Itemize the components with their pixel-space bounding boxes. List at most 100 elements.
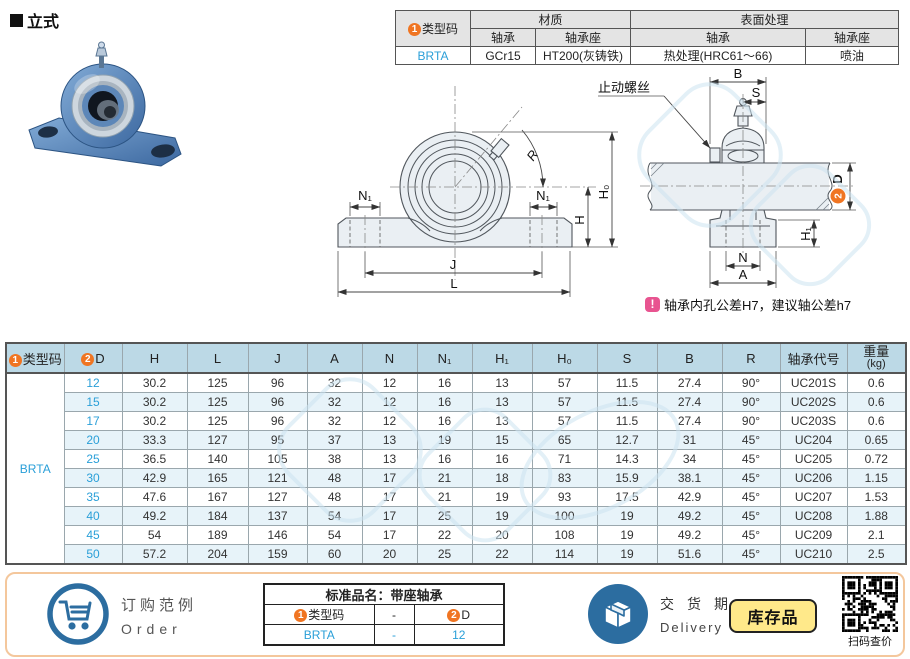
table-cell: 60 — [306, 544, 363, 565]
table-cell: 1.88 — [846, 506, 907, 526]
set-screw — [488, 137, 510, 161]
table-cell: 27.4 — [656, 392, 723, 412]
table-cell: 13 — [471, 372, 533, 393]
table-cell: 0.6 — [846, 411, 907, 431]
table-cell: 48 — [306, 468, 363, 488]
side-view: B S 2 D H₁ N A 止动螺丝 — [598, 68, 856, 288]
table-cell: UC202S — [779, 392, 848, 412]
d-value-cell[interactable]: 17 — [63, 411, 123, 431]
table-cell: 48 — [306, 487, 363, 507]
table-cell: UC210 — [779, 544, 848, 565]
title-square-icon — [10, 13, 23, 27]
table-cell: 16 — [416, 449, 473, 469]
d-value-cell[interactable]: 40 — [63, 506, 123, 526]
table-cell: 12.7 — [596, 430, 658, 450]
d-value-cell[interactable]: 50 — [63, 544, 123, 565]
table-cell: 100 — [531, 506, 598, 526]
table-cell: 93 — [531, 487, 598, 507]
table-cell: 13 — [361, 449, 418, 469]
table-cell: 37 — [306, 430, 363, 450]
table-cell: 57.2 — [121, 544, 188, 565]
d-value-cell[interactable]: 15 — [63, 392, 123, 412]
table-cell: 25 — [416, 544, 473, 565]
table-cell: 125 — [186, 372, 249, 393]
order-code-value[interactable]: BRTA — [263, 624, 375, 646]
badge-1-icon: 1 — [294, 609, 308, 622]
table-cell: 184 — [186, 506, 249, 526]
order-dash: - — [373, 604, 415, 625]
table-cell: 54 — [121, 525, 188, 545]
table-cell: 125 — [186, 411, 249, 431]
table-cell: 11.5 — [596, 411, 658, 431]
header-col: A — [306, 342, 363, 374]
spec-header-material: 材质 — [469, 10, 632, 29]
table-cell: 137 — [247, 506, 308, 526]
table-cell: 20 — [471, 525, 533, 545]
table-cell: 127 — [186, 430, 249, 450]
spec-subheader: 轴承座 — [805, 28, 900, 47]
stock-button[interactable]: 库存品 — [729, 599, 817, 633]
dim-label-h0: H₀ — [596, 185, 611, 200]
table-cell: 204 — [186, 544, 249, 565]
table-cell: 1.15 — [846, 468, 907, 488]
spec-subheader: 轴承座 — [534, 28, 632, 47]
table-cell: 140 — [186, 449, 249, 469]
page-title-text: 立式 — [27, 14, 60, 31]
table-cell: 2.5 — [846, 544, 907, 565]
table-cell: 16 — [416, 411, 473, 431]
table-cell: 47.6 — [121, 487, 188, 507]
table-cell: 0.72 — [846, 449, 907, 469]
delivery-label: 交货期 Delivery — [660, 594, 741, 635]
table-cell: 21 — [416, 468, 473, 488]
table-cell: 165 — [186, 468, 249, 488]
page-title: 立式 — [10, 8, 59, 32]
order-d-value[interactable]: 12 — [413, 624, 505, 646]
table-cell: 1.53 — [846, 487, 907, 507]
qr-code[interactable] — [842, 576, 898, 632]
table-cell: 19 — [596, 544, 658, 565]
table-cell: 30.2 — [121, 372, 188, 393]
table-cell: 167 — [186, 487, 249, 507]
table-cell: 11.5 — [596, 372, 658, 393]
table-cell: UC205 — [779, 449, 848, 469]
dim-label-b: B — [734, 68, 743, 81]
standard-name: 标准品名：带座轴承 — [263, 583, 505, 605]
dim-label-n1: N₁ — [358, 188, 372, 203]
table-cell: 121 — [247, 468, 308, 488]
table-cell: 13 — [471, 411, 533, 431]
order-dash-value: - — [373, 624, 415, 646]
table-cell: 12 — [361, 372, 418, 393]
type-code-cell[interactable]: BRTA — [5, 372, 65, 565]
cart-icon — [47, 583, 109, 645]
table-cell: 17 — [361, 487, 418, 507]
table-cell: 51.6 — [656, 544, 723, 565]
table-cell: 127 — [247, 487, 308, 507]
table-cell: 15 — [471, 430, 533, 450]
header-weight: 重量(kg) — [846, 342, 907, 374]
table-cell: 11.5 — [596, 392, 658, 412]
table-cell: 16 — [471, 449, 533, 469]
table-cell: 42.9 — [656, 487, 723, 507]
table-cell: 25 — [416, 506, 473, 526]
spec-type-code[interactable]: BRTA — [395, 46, 471, 65]
table-cell: 65 — [531, 430, 598, 450]
dim-label-a: A — [739, 267, 748, 282]
table-cell: 108 — [531, 525, 598, 545]
dim-label-h: H — [572, 215, 587, 224]
d-value-cell[interactable]: 25 — [63, 449, 123, 469]
d-value-cell[interactable]: 35 — [63, 487, 123, 507]
spec-cell: GCr15 — [470, 46, 536, 65]
d-value-cell[interactable]: 20 — [63, 430, 123, 450]
d-value-cell[interactable]: 12 — [63, 372, 123, 393]
table-cell: 12 — [361, 392, 418, 412]
table-cell: 96 — [247, 392, 308, 412]
d-value-cell[interactable]: 45 — [63, 525, 123, 545]
d-value-cell[interactable]: 30 — [63, 468, 123, 488]
table-cell: 71 — [531, 449, 598, 469]
